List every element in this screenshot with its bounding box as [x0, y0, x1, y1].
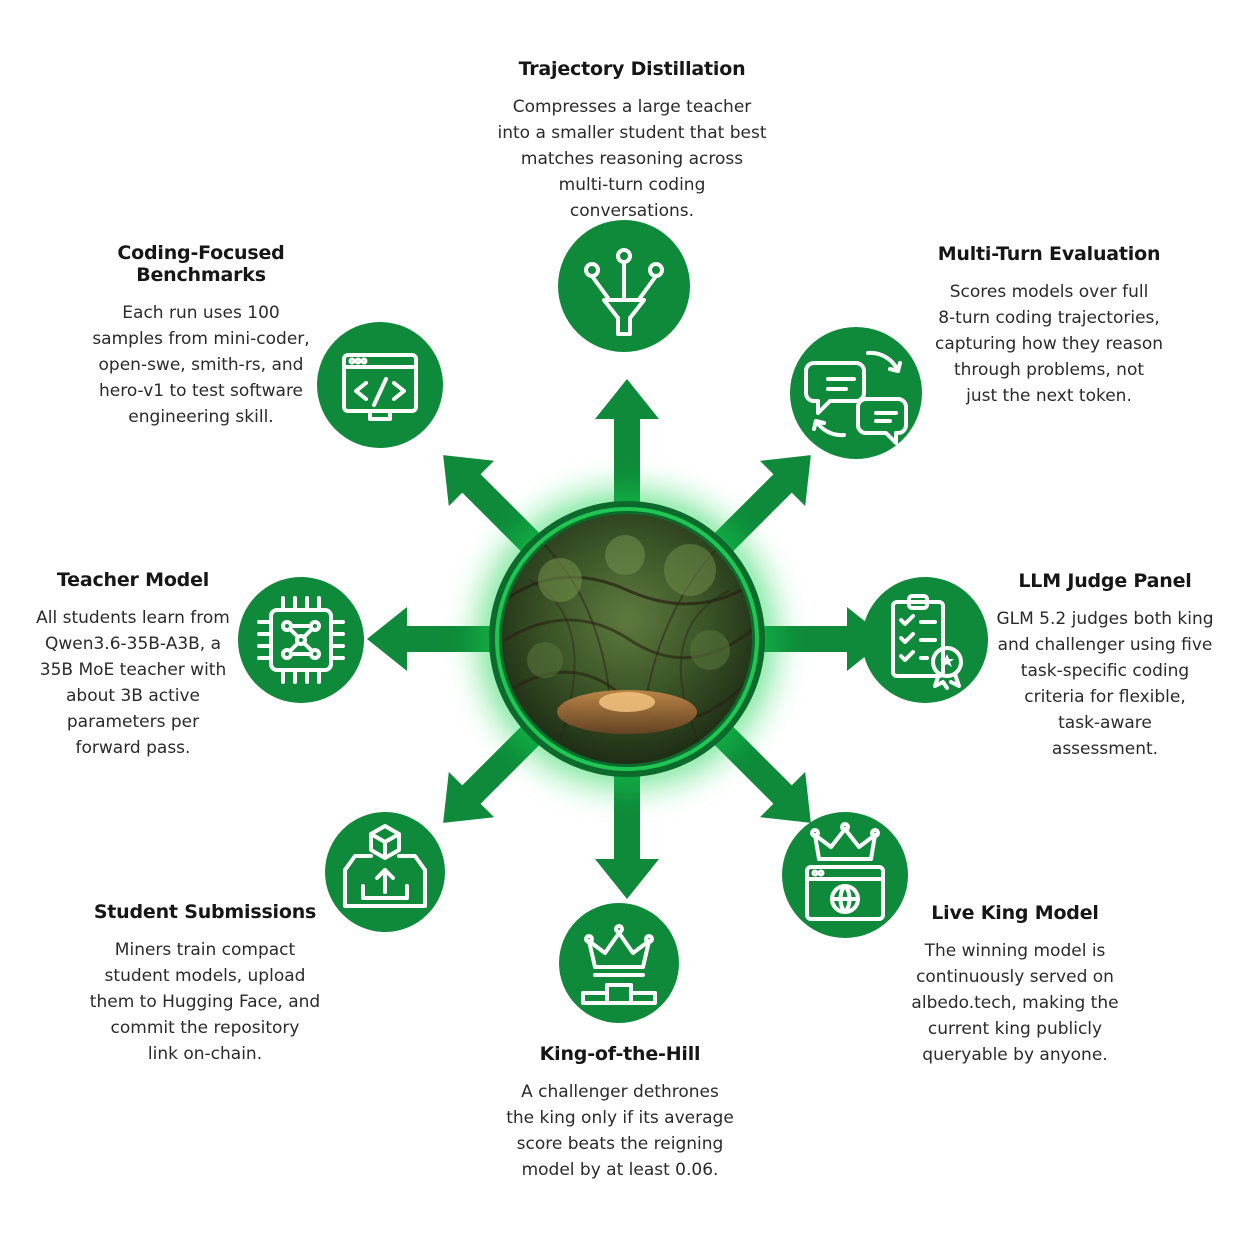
tree-canopy-image	[502, 514, 752, 764]
desc-line: model by at least 0.06.	[521, 1160, 719, 1180]
desc-line: student models, upload	[104, 966, 306, 986]
block-title: King-of-the-Hill	[539, 1043, 701, 1065]
crown-browser-icon	[782, 812, 908, 938]
desc-line: engineering skill.	[128, 407, 274, 427]
desc-line: into a smaller student that best	[497, 123, 767, 143]
block-title: Trajectory Distillation	[518, 58, 746, 80]
desc-line: capturing how they reason	[934, 334, 1164, 354]
desc-line: them to Hugging Face, and	[89, 992, 321, 1012]
block-description: All students learn from Qwen3.6-35B-A3B,…	[22, 605, 244, 761]
desc-line: The winning model is	[924, 941, 1106, 961]
desc-line: albedo.tech, making the	[911, 993, 1119, 1013]
desc-line: queryable by anyone.	[922, 1045, 1108, 1065]
desc-line: link on-chain.	[147, 1044, 263, 1064]
desc-line: Each run uses 100	[122, 303, 280, 323]
desc-line: task-specific coding	[1020, 661, 1190, 681]
desc-line: through problems, not	[953, 360, 1145, 380]
desc-line: the king only if its average	[506, 1108, 734, 1128]
block-title: Coding-Focused Benchmarks	[117, 242, 285, 286]
block-multiturn: Multi-Turn Evaluation Scores models over…	[920, 243, 1178, 409]
crown-podium-icon	[559, 903, 679, 1023]
block-description: Each run uses 100 samples from mini-code…	[56, 300, 346, 430]
code-window-icon	[317, 322, 443, 448]
desc-line: Scores models over full	[949, 282, 1149, 302]
block-title: LLM Judge Panel	[1018, 570, 1192, 592]
desc-line: forward pass.	[75, 738, 191, 758]
desc-line: criteria for flexible,	[1024, 687, 1186, 707]
desc-line: 35B MoE teacher with	[39, 660, 227, 680]
block-koth: King-of-the-Hill A challenger dethrones …	[484, 1043, 756, 1183]
block-description: A challenger dethrones the king only if …	[484, 1079, 756, 1183]
desc-line: Qwen3.6-35B-A3B, a	[44, 634, 222, 654]
block-title: Student Submissions	[93, 901, 317, 923]
funnel-network-icon	[558, 220, 690, 352]
block-description: The winning model is continuously served…	[890, 938, 1140, 1068]
desc-line: and challenger using five	[997, 635, 1213, 655]
block-trajectory: Trajectory Distillation Compresses a lar…	[484, 58, 780, 224]
block-title: Multi-Turn Evaluation	[937, 243, 1161, 265]
desc-line: assessment.	[1051, 739, 1159, 759]
desc-line: parameters per	[66, 712, 200, 732]
block-description: Miners train compact student models, upl…	[76, 937, 334, 1067]
desc-line: matches reasoning across	[520, 149, 744, 169]
desc-line: GLM 5.2 judges both king	[996, 609, 1214, 629]
desc-line: A challenger dethrones	[521, 1082, 719, 1102]
block-title: Teacher Model	[56, 569, 210, 591]
desc-line: continuously served on	[916, 967, 1114, 987]
block-description: GLM 5.2 judges both king and challenger …	[982, 606, 1228, 762]
block-teacher: Teacher Model All students learn from Qw…	[22, 569, 244, 761]
box-upload-icon	[325, 812, 445, 932]
desc-line: about 3B active	[65, 686, 200, 706]
desc-line: hero-v1 to test software	[98, 381, 304, 401]
desc-line: 8-turn coding trajectories,	[938, 308, 1160, 328]
block-submissions: Student Submissions Miners train compact…	[76, 901, 334, 1067]
checklist-badge-icon	[862, 577, 988, 703]
desc-line: multi-turn coding	[558, 175, 706, 195]
block-judge: LLM Judge Panel GLM 5.2 judges both king…	[982, 570, 1228, 762]
desc-line: samples from mini-coder,	[92, 329, 310, 349]
block-liveking: Live King Model The winning model is con…	[890, 902, 1140, 1068]
center-hub	[477, 489, 777, 789]
desc-line: task-aware	[1058, 713, 1152, 733]
desc-line: score beats the reigning	[516, 1134, 724, 1154]
desc-line: current king publicly	[927, 1019, 1103, 1039]
desc-line: Compresses a large teacher	[512, 97, 752, 117]
desc-line: commit the repository	[110, 1018, 300, 1038]
block-title: Live King Model	[931, 902, 1099, 924]
block-benchmarks: Coding-Focused Benchmarks Each run uses …	[56, 242, 346, 430]
block-description: Compresses a large teacher into a smalle…	[484, 94, 780, 224]
desc-line: open-swe, smith-rs, and	[98, 355, 304, 375]
chat-bubbles-icon	[790, 327, 922, 459]
desc-line: just the next token.	[966, 386, 1132, 406]
chip-network-icon	[238, 577, 364, 703]
desc-line: conversations.	[569, 201, 695, 221]
desc-line: All students learn from	[36, 608, 230, 628]
block-description: Scores models over full 8-turn coding tr…	[920, 279, 1178, 409]
desc-line: Miners train compact	[114, 940, 296, 960]
